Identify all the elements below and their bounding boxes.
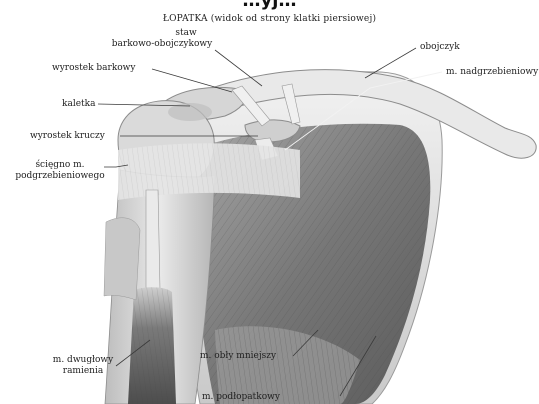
label-sciegno-line2: podgrzebieniowego: [14, 171, 106, 182]
label-dwuglowy-line2: ramienia: [50, 366, 116, 377]
label-obojczyk: obojczyk: [420, 42, 460, 53]
label-staw-line2: barkowo-obojczykowy: [100, 39, 224, 50]
label-m-obly-mniejszy: m. obły mniejszy: [200, 351, 276, 362]
biceps-fibers: [128, 287, 176, 404]
label-sciegno-line1: ścięgno m.: [14, 160, 106, 171]
label-kaletka: kaletka: [62, 99, 95, 110]
biceps-tendon: [146, 190, 160, 290]
label-staw-line1: staw: [148, 28, 224, 39]
leader-wyrostek-barkowy: [152, 69, 232, 92]
label-sciegno-podgrzebieniowego: ścięgno m. podgrzebieniowego: [14, 160, 106, 182]
label-dwuglowy-line1: m. dwugłowy: [50, 355, 116, 366]
label-m-podlopatkowy: m. podłopatkowy: [202, 392, 280, 403]
label-wyrostek-barkowy: wyrostek barkowy: [52, 63, 135, 74]
infraspinatus-fibers: [118, 143, 300, 200]
label-wyrostek-kruczy: wyrostek kruczy: [30, 131, 105, 142]
coracobrachialis-muscle: [104, 218, 140, 300]
label-m-dwuglowy-ramienia: m. dwugłowy ramienia: [50, 355, 116, 377]
label-staw-barkowo-obojczykowy: staw barkowo-obojczykowy: [148, 28, 224, 50]
label-m-nadgrzebieniowy: m. nadgrzebieniowy: [446, 67, 538, 78]
